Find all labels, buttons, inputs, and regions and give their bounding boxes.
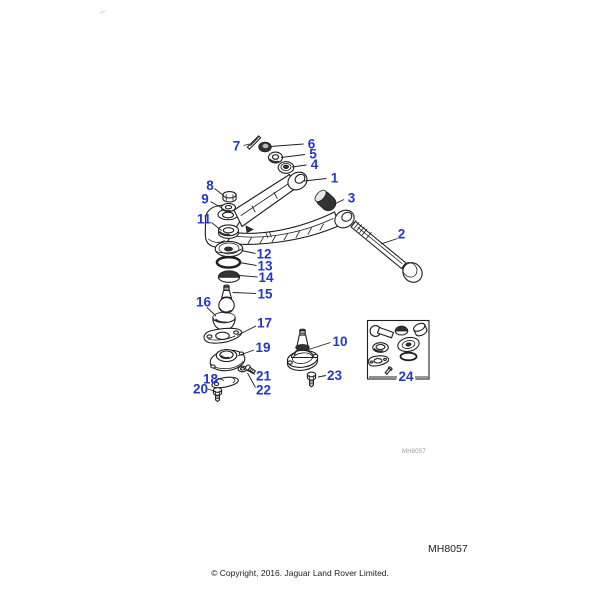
callout-line-6 xyxy=(270,143,304,147)
callout-line-18 xyxy=(217,377,225,381)
part-13-o-ring xyxy=(215,255,242,269)
part-18-strap xyxy=(211,376,239,389)
part-4-washer xyxy=(277,161,295,174)
callout-label-4: 4 xyxy=(311,157,319,172)
part-6-nut xyxy=(258,141,272,153)
part-1-control-arm xyxy=(204,171,355,248)
callout-line-7 xyxy=(243,143,250,146)
callout-label-17: 17 xyxy=(257,315,272,330)
part-20-bolt xyxy=(212,387,223,403)
callout-line-9 xyxy=(210,201,222,208)
callout-label-7: 7 xyxy=(233,138,241,153)
callout-label-22: 22 xyxy=(256,382,271,397)
part-15-ball-pin xyxy=(218,284,235,314)
callout-label-9: 9 xyxy=(201,191,209,206)
callout-label-2: 2 xyxy=(398,226,406,241)
callout-label-12: 12 xyxy=(256,246,271,261)
callout-label-13: 13 xyxy=(257,258,273,273)
callout-line-1 xyxy=(303,178,327,182)
callout-line-17 xyxy=(236,325,257,336)
callout-line-11 xyxy=(211,222,222,231)
scan-artifact-mark xyxy=(99,10,106,14)
part-5-washer xyxy=(267,151,284,164)
callout-line-15 xyxy=(232,292,257,294)
callout-line-2 xyxy=(380,238,398,245)
part-12-cup xyxy=(214,240,244,258)
callout-label-6: 6 xyxy=(308,136,316,151)
part-17-gasket xyxy=(203,327,243,344)
diagram-code-small: MH8057 xyxy=(402,449,426,455)
part-8-nut xyxy=(222,191,237,203)
callout-line-14 xyxy=(239,275,258,278)
callout-label-5: 5 xyxy=(309,146,317,161)
callout-label-23: 23 xyxy=(327,368,343,383)
callout-label-8: 8 xyxy=(206,178,214,193)
callout-label-10: 10 xyxy=(332,334,347,349)
copyright-text: © Copyright, 2016. Jaguar Land Rover Lim… xyxy=(211,568,389,578)
callout-line-5 xyxy=(280,154,306,158)
callout-line-16 xyxy=(206,307,217,317)
callout-label-21: 21 xyxy=(256,368,272,383)
callout-label-11: 11 xyxy=(197,211,212,226)
callout-line-20 xyxy=(207,388,215,392)
part-23-bolt xyxy=(306,371,317,388)
callout-line-22 xyxy=(247,372,256,388)
callout-line-10 xyxy=(305,342,331,351)
callout-label-20: 20 xyxy=(193,381,208,396)
part-24-repair-kit xyxy=(366,319,430,382)
part-2-fulcrum-shaft xyxy=(350,220,423,283)
callout-label-14: 14 xyxy=(258,270,274,285)
callout-line-19 xyxy=(237,349,255,357)
callout-line-3 xyxy=(334,199,345,205)
part-19-housing xyxy=(209,348,246,372)
part-9-washer xyxy=(220,202,237,213)
callout-label-19: 19 xyxy=(255,340,270,355)
part-22-screw xyxy=(245,364,256,374)
part-14-cap xyxy=(217,270,241,283)
callout-label-15: 15 xyxy=(257,286,273,301)
callout-label-1: 1 xyxy=(331,170,339,185)
diagram-code: MH8057 xyxy=(428,543,468,555)
callout-label-18: 18 xyxy=(203,371,219,386)
callout-line-4 xyxy=(291,164,307,168)
part-3-bushing xyxy=(314,189,337,212)
part-16-socket xyxy=(212,311,236,331)
callout-line-8 xyxy=(214,188,224,196)
callout-line-21 xyxy=(246,369,256,375)
callout-line-13 xyxy=(239,262,257,266)
callout-line-12 xyxy=(241,250,256,254)
part-7-pin xyxy=(246,135,262,150)
part-10-ball-joint xyxy=(286,328,319,371)
part-11-washer xyxy=(217,224,240,239)
callout-label-16: 16 xyxy=(196,294,212,309)
callout-label-24: 24 xyxy=(398,369,414,384)
callout-label-3: 3 xyxy=(348,190,356,205)
callout-line-23 xyxy=(317,375,327,378)
